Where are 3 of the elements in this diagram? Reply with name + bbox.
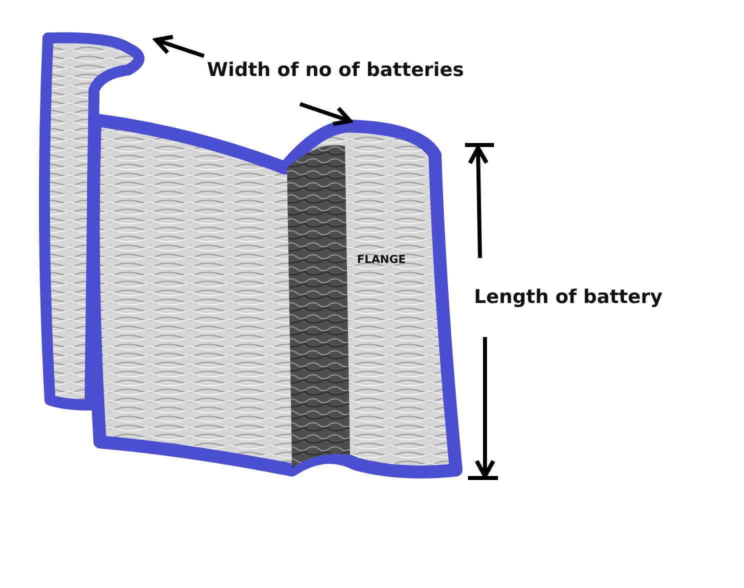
dimension-label: Length of battery	[474, 287, 663, 308]
dimension-label: Width of no of batteries	[207, 60, 464, 81]
part-label: FLANGE	[357, 254, 406, 266]
